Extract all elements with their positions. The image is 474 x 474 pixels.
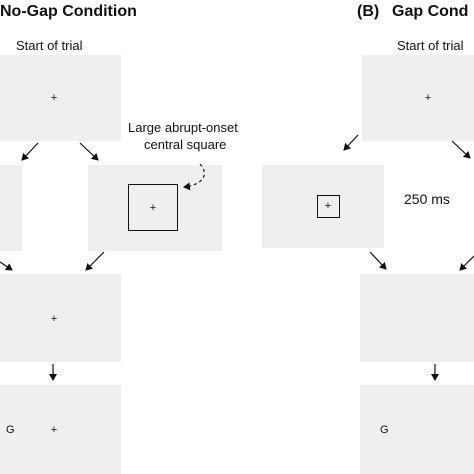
- small-central-square: [317, 195, 340, 218]
- annotation-line-2: central square: [144, 137, 227, 152]
- dashed-annotation-arrow: [183, 163, 205, 191]
- panel-b-target-screen: G: [360, 385, 474, 474]
- panel-a-square-screen: +: [88, 165, 222, 251]
- target-letter: G: [6, 424, 15, 436]
- arrow-a-left-to-blank: [0, 261, 13, 271]
- panel-b-start-label: Start of trial: [397, 38, 464, 53]
- panel-a-target-screen: G +: [0, 385, 121, 474]
- panel-a-start-screen: +: [0, 55, 121, 141]
- panel-a-title: No-Gap Condition: [0, 3, 137, 20]
- panel-b-marker: (B): [357, 3, 380, 20]
- duration-label: 250 ms: [404, 191, 450, 207]
- target-letter: G: [380, 424, 389, 436]
- arrow-b-square-to-blank: [369, 251, 387, 270]
- panel-b-small-square-screen: +: [262, 165, 384, 248]
- panel-a-blank-screen: +: [0, 274, 121, 362]
- arrow-a-start-to-square: [79, 142, 99, 161]
- panel-b-blank-screen: [360, 274, 474, 362]
- panel-a-start-label: Start of trial: [16, 38, 83, 53]
- panel-a-left-screen-partial: [0, 165, 22, 251]
- fixation-cross: +: [50, 313, 58, 325]
- arrow-b-right-to-blank: [459, 255, 474, 271]
- panel-b-title: Gap Cond: [392, 3, 469, 20]
- arrow-a-start-to-left: [21, 142, 39, 161]
- fixation-cross: +: [149, 202, 157, 214]
- annotation-line-1: Large abrupt-onset: [128, 120, 238, 135]
- arrow-b-start-to-square: [343, 134, 359, 151]
- large-central-square: [128, 184, 178, 231]
- fixation-cross: +: [50, 424, 58, 436]
- arrow-b-start-right: [451, 140, 471, 159]
- fixation-cross: +: [324, 200, 332, 212]
- fixation-cross: +: [50, 92, 58, 104]
- fixation-cross: +: [424, 92, 432, 104]
- arrow-a-square-to-blank: [85, 251, 105, 271]
- panel-b-start-screen: +: [362, 55, 474, 141]
